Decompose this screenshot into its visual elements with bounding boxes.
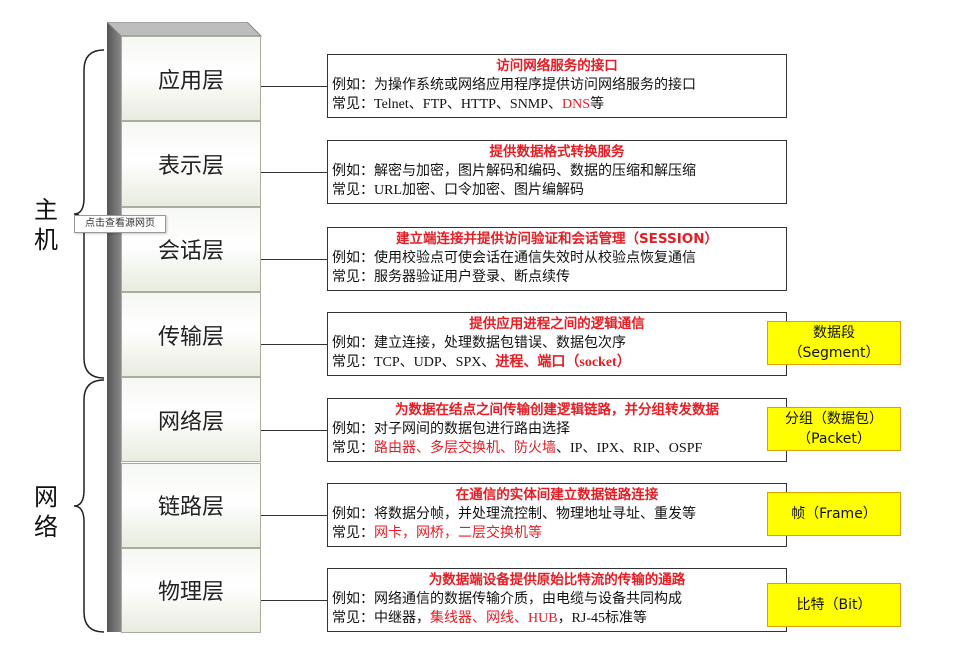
layer-name: 传输层	[157, 323, 224, 349]
stack-top-face	[107, 22, 263, 37]
layer-function-title: 建立端连接并提供访问验证和会话管理（SESSION）	[395, 231, 719, 247]
example-text: 建立连接，处理数据包错误、数据包次序	[374, 336, 626, 351]
stack-side-face	[107, 22, 121, 632]
layer-description-box: 在通信的实体间建立数据链路连接例如：将数据分帧，并处理流控制、物理地址寻址、重发…	[327, 483, 787, 547]
pdu-tag-line1: 帧（Frame）	[791, 506, 877, 522]
example-text: 使用校验点可使会话在通信失效时从校验点恢复通信	[374, 251, 696, 266]
pdu-tag: 帧（Frame）	[767, 492, 901, 536]
layer-name: 应用层	[157, 67, 224, 93]
common-prefix: 常见：	[332, 611, 374, 626]
common-highlight: 网卡，网桥，二层交换机等	[374, 526, 542, 541]
example-row: 例如：解密与加密，图片解码和编码、数据的压缩和解压缩	[332, 162, 782, 181]
common-prefix: 常见：	[332, 97, 374, 112]
layer-name: 网络层	[157, 408, 224, 434]
layer-function-title: 在通信的实体间建立数据链路连接	[455, 487, 659, 503]
example-prefix: 例如：	[332, 422, 374, 437]
example-prefix: 例如：	[332, 251, 374, 266]
example-text: 为操作系统或网络应用程序提供访问网络服务的接口	[374, 78, 696, 93]
pdu-tag-line1: 比特（Bit）	[796, 597, 872, 613]
layer-function-title: 为数据端设备提供原始比特流的传输的通路	[428, 572, 686, 588]
layer-description-box: 访问网络服务的接口例如：为操作系统或网络应用程序提供访问网络服务的接口常见：Te…	[327, 54, 787, 118]
common-prefix: 常见：	[332, 183, 374, 198]
example-row: 例如：将数据分帧，并处理流控制、物理地址寻址、重发等	[332, 505, 782, 524]
connector-line	[261, 86, 327, 87]
connector-line	[261, 259, 327, 260]
common-prefix: 常见：	[332, 441, 374, 456]
layer-function-title: 提供应用进程之间的逻辑通信	[469, 316, 645, 332]
layer-block: 网络层	[121, 377, 261, 463]
common-tail: 等	[590, 97, 605, 112]
example-prefix: 例如：	[332, 164, 374, 179]
network-brace	[73, 379, 105, 633]
layer-description-box: 提供数据格式转换服务例如：解密与加密，图片解码和编码、数据的压缩和解压缩常见：U…	[327, 140, 787, 204]
common-highlight: DNS	[562, 97, 591, 112]
example-text: 对子网间的数据包进行路由选择	[374, 422, 570, 437]
pdu-tag-line1: 数据段	[813, 325, 855, 341]
common-highlight: 进程、端口（socket）	[495, 355, 631, 370]
layer-block: 传输层	[121, 291, 261, 378]
layer-name: 表示层	[157, 152, 224, 178]
pdu-tag-line2: （Segment）	[788, 345, 880, 361]
connector-line	[261, 172, 327, 173]
example-prefix: 例如：	[332, 78, 374, 93]
example-prefix: 例如：	[332, 336, 374, 351]
common-plain: URL加密、口令加密、图片编解码	[374, 183, 584, 198]
layer-name: 物理层	[157, 579, 224, 605]
common-row: 常见：服务器验证用户登录、断点续传	[332, 268, 782, 287]
connector-line	[261, 430, 327, 431]
host-brace	[73, 49, 105, 379]
example-row: 例如：对子网间的数据包进行路由选择	[332, 420, 782, 439]
layer-description-box: 提供应用进程之间的逻辑通信例如：建立连接，处理数据包错误、数据包次序常见：TCP…	[327, 312, 787, 376]
common-prefix: 常见：	[332, 526, 374, 541]
layer-block: 应用层	[121, 36, 261, 122]
common-highlight: 集线器、网线、HUB	[430, 611, 558, 626]
common-row: 常见：URL加密、口令加密、图片编解码	[332, 181, 782, 200]
layer-description-box: 为数据在结点之间传输创建逻辑链路，并分组转发数据例如：对子网间的数据包进行路由选…	[327, 398, 787, 462]
pdu-tag-line1: 分组（数据包）	[785, 411, 883, 427]
pdu-tag: 比特（Bit）	[767, 583, 901, 627]
common-plain: 服务器验证用户登录、断点续传	[374, 270, 570, 285]
common-plain: TCP、UDP、SPX、	[374, 355, 496, 370]
layer-function-title: 为数据在结点之间传输创建逻辑链路，并分组转发数据	[395, 402, 719, 418]
common-row: 常见：TCP、UDP、SPX、进程、端口（socket）	[332, 353, 782, 372]
pdu-tag-line2: （Packet）	[797, 431, 871, 447]
common-row: 常见：路由器、多层交换机、防火墙、IP、IPX、RIP、OSPF	[332, 439, 782, 458]
layer-name: 会话层	[157, 238, 224, 264]
example-row: 例如：为操作系统或网络应用程序提供访问网络服务的接口	[332, 76, 782, 95]
example-text: 解密与加密，图片解码和编码、数据的压缩和解压缩	[374, 164, 696, 179]
view-source-tooltip[interactable]: 点击查看源网页	[74, 215, 166, 233]
common-row: 常见：网卡，网桥，二层交换机等	[332, 524, 782, 543]
example-prefix: 例如：	[332, 592, 374, 607]
common-plain: 中继器，	[374, 611, 430, 626]
layer-function-title: 访问网络服务的接口	[496, 58, 618, 74]
layer-block: 链路层	[121, 462, 261, 548]
common-tail: ，RJ-45标准等	[557, 611, 648, 626]
example-row: 例如：网络通信的数据传输介质，由电缆与设备共同构成	[332, 590, 782, 609]
common-plain: Telnet、FTP、HTTP、SNMP、	[374, 97, 563, 112]
example-text: 将数据分帧，并处理流控制、物理地址寻址、重发等	[374, 507, 696, 522]
connector-line	[261, 600, 327, 601]
common-row: 常见：Telnet、FTP、HTTP、SNMP、DNS等	[332, 95, 782, 114]
example-prefix: 例如：	[332, 507, 374, 522]
layer-block: 表示层	[121, 121, 261, 207]
pdu-tag: 分组（数据包） （Packet）	[767, 407, 901, 451]
common-tail: 、IP、IPX、RIP、OSPF	[556, 441, 703, 456]
layer-description-box: 为数据端设备提供原始比特流的传输的通路例如：网络通信的数据传输介质，由电缆与设备…	[327, 568, 787, 632]
connector-line	[261, 515, 327, 516]
common-row: 常见：中继器，集线器、网线、HUB，RJ-45标准等	[332, 609, 782, 628]
example-text: 网络通信的数据传输介质，由电缆与设备共同构成	[374, 592, 682, 607]
connector-line	[261, 344, 327, 345]
common-prefix: 常见：	[332, 355, 374, 370]
network-label: 网 络	[34, 485, 58, 541]
common-prefix: 常见：	[332, 270, 374, 285]
host-label: 主 机	[34, 198, 58, 254]
layer-block: 物理层	[121, 547, 261, 634]
pdu-tag: 数据段 （Segment）	[767, 321, 901, 365]
layer-description-box: 建立端连接并提供访问验证和会话管理（SESSION） 例如：使用校验点可使会话在通…	[327, 227, 787, 291]
example-row: 例如：建立连接，处理数据包错误、数据包次序	[332, 334, 782, 353]
layer-function-title: 提供数据格式转换服务	[489, 144, 625, 160]
layer-name: 链路层	[157, 494, 224, 520]
common-highlight: 路由器、多层交换机、防火墙	[374, 441, 556, 456]
example-row: 例如：使用校验点可使会话在通信失效时从校验点恢复通信	[332, 249, 782, 268]
